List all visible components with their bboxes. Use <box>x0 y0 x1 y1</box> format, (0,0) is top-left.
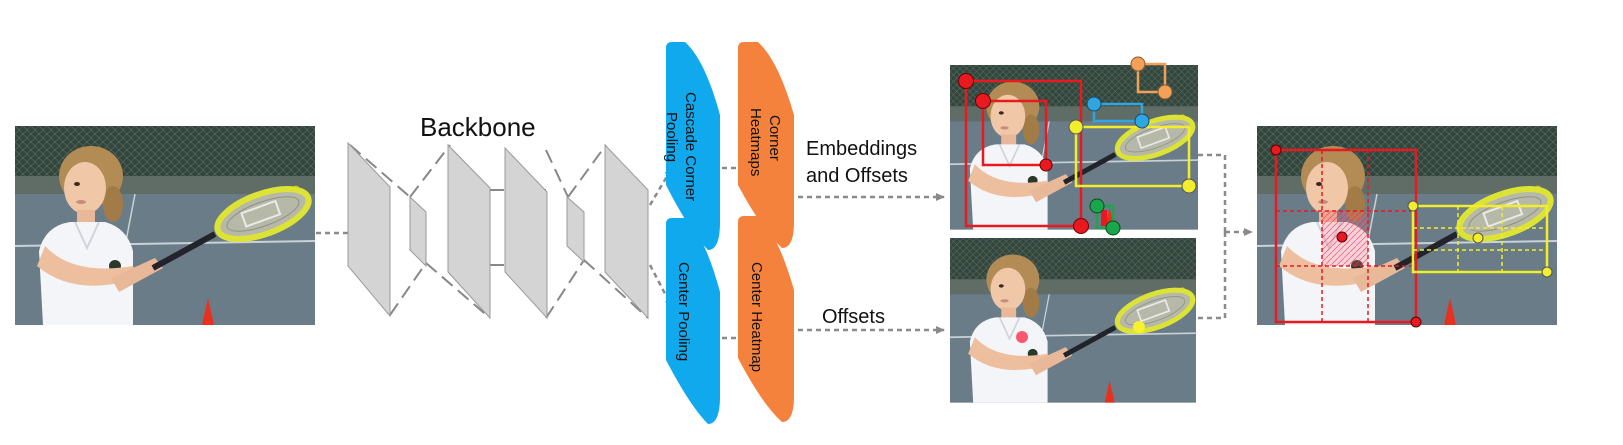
corner-result-image <box>950 56 1198 236</box>
backbone-layer <box>447 143 491 320</box>
center-heatmap-label: Center Heatmap <box>748 262 765 372</box>
center-pooling-label: Center Pooling <box>675 262 692 361</box>
offsets-label: Offsets <box>822 306 885 328</box>
corner-keypoint <box>1068 119 1084 135</box>
backbone-layer <box>566 195 585 264</box>
corner-box-yellow <box>1074 125 1191 188</box>
arrow-corner-to-merge <box>1198 153 1227 232</box>
and-offsets-label: and Offsets <box>806 165 908 187</box>
corner-keypoint <box>1089 198 1105 214</box>
corner-keypoint <box>975 93 991 109</box>
backbone-layer <box>347 141 391 318</box>
output-corner <box>1541 266 1553 278</box>
corner-keypoint <box>1105 220 1121 236</box>
corner-keypoint <box>958 73 974 89</box>
detected-box-racket <box>1411 204 1549 274</box>
corner-heatmaps-module: Corner Heatmaps <box>738 42 794 248</box>
center-pooling-module: Center Pooling <box>666 218 720 424</box>
center-result-image <box>950 238 1198 403</box>
output-center <box>1336 231 1348 243</box>
corner-keypoint <box>1134 113 1150 129</box>
backbone-label: Backbone <box>420 112 536 142</box>
backbone-layer <box>409 195 427 268</box>
cascade-corner-pooling-label-line1: Cascade Corner <box>682 92 699 201</box>
corner-box-red-small <box>981 99 1048 167</box>
corner-heatmaps-label-line1: Corner <box>766 115 783 161</box>
corner-keypoint <box>1073 218 1089 234</box>
output-corner <box>1410 316 1422 328</box>
backbone-layer <box>504 146 548 320</box>
cascade-corner-pooling-module: Cascade Corner Pooling <box>663 42 720 250</box>
center-keypoint-red <box>1016 331 1028 343</box>
corner-keypoint <box>1086 96 1102 112</box>
backbone <box>347 141 649 320</box>
detected-box-person <box>1274 148 1418 324</box>
output-image <box>1257 126 1557 328</box>
embeddings-label: Embeddings <box>806 138 917 160</box>
corner-keypoint <box>1157 84 1173 100</box>
center-keypoint-yellow <box>1133 321 1145 333</box>
corner-box-orange <box>1136 62 1167 94</box>
input-image <box>15 126 315 325</box>
corner-keypoint <box>1181 178 1197 194</box>
corner-keypoint <box>1039 158 1053 172</box>
arrow-center-to-merge <box>1198 232 1227 320</box>
corner-keypoint <box>1130 56 1146 72</box>
corner-box-green <box>1095 204 1115 230</box>
arrow-backbone-to-corner-pooling <box>648 167 674 206</box>
corner-box-blue <box>1092 102 1144 123</box>
output-center <box>1472 232 1484 244</box>
center-heatmap-module: Center Heatmap <box>738 216 794 422</box>
cascade-corner-pooling-label-line2: Pooling <box>663 112 680 162</box>
backbone-layer <box>604 143 649 320</box>
corner-heatmaps-label-line2: Heatmaps <box>747 108 764 176</box>
corner-box-red-large <box>964 79 1083 228</box>
output-corner <box>1407 200 1419 212</box>
output-corner <box>1270 144 1282 156</box>
